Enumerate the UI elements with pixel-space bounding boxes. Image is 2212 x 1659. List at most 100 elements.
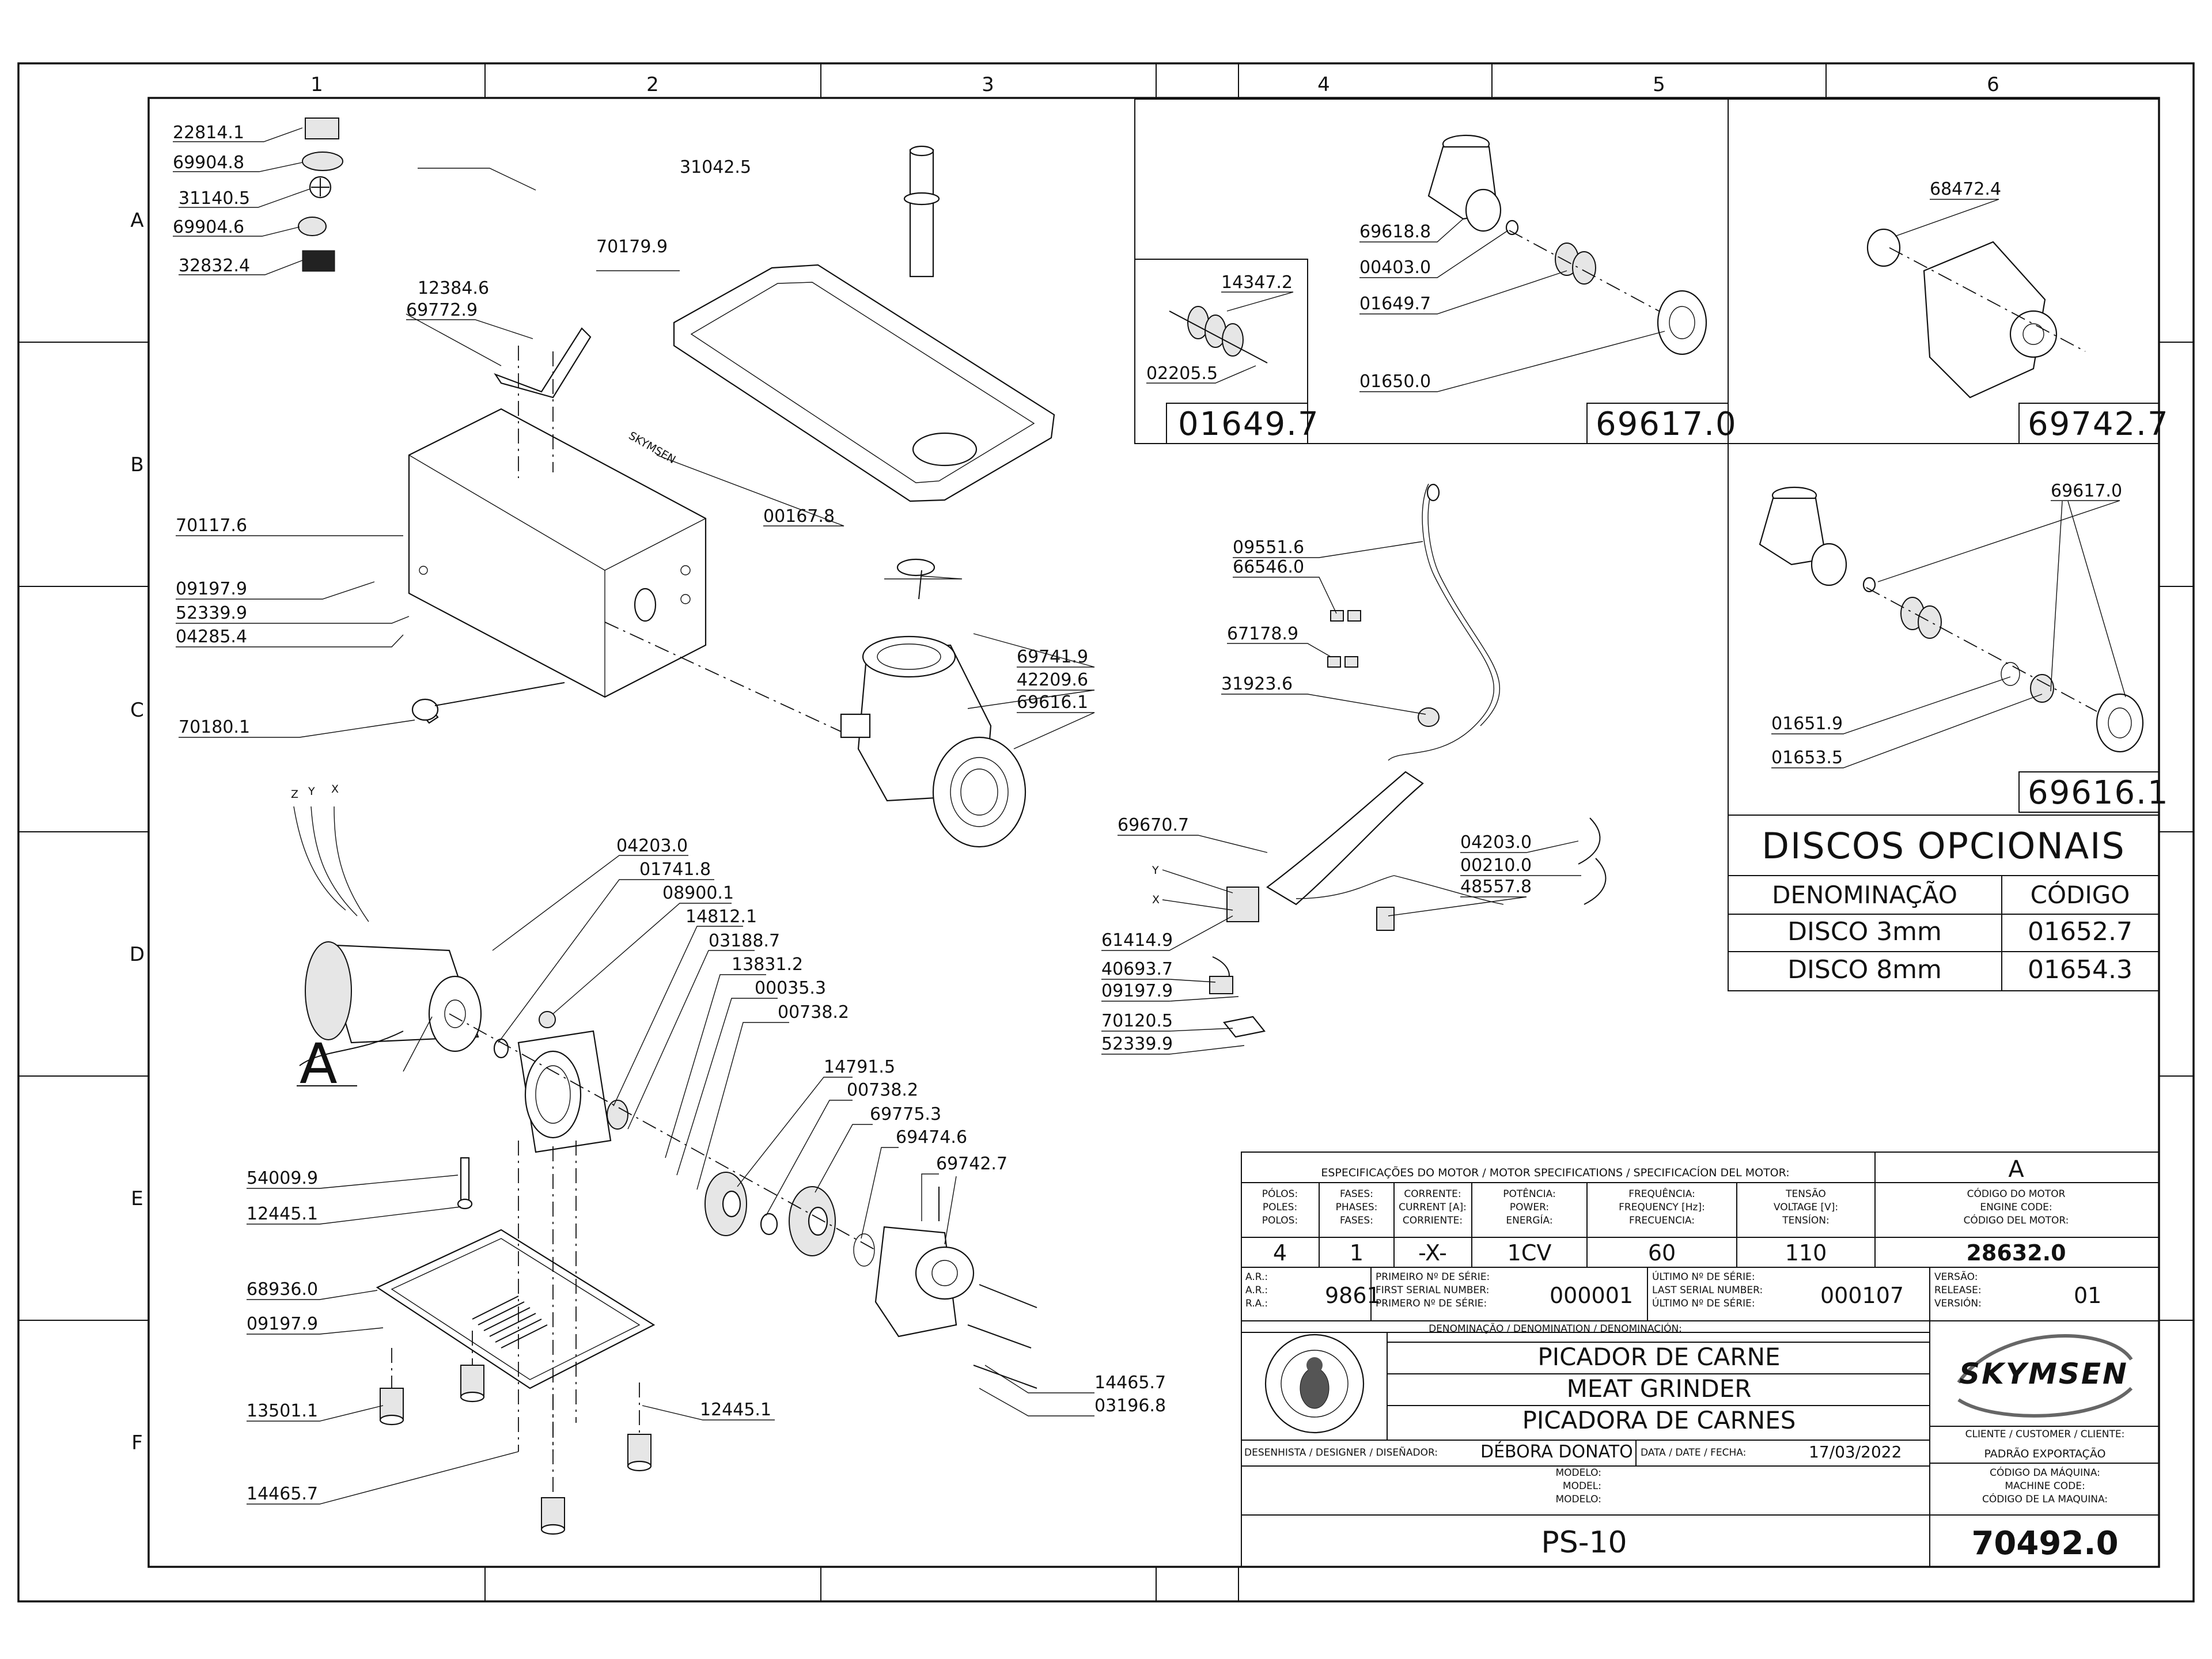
- wire-label-y: Y: [308, 785, 315, 798]
- hdr-current-3: CORRIENTE:: [1403, 1215, 1463, 1226]
- val-first-serial: 000001: [1550, 1283, 1633, 1308]
- base-plate-part: [376, 1229, 656, 1389]
- val-engine-code: 28632.0: [1966, 1240, 2066, 1266]
- base-assembly: 54009.9 12445.1 68936.0 09197.9 13501.1 …: [247, 1141, 1166, 1535]
- bolt-part: [460, 1157, 470, 1205]
- grinder-head-variant-part: [1759, 486, 2144, 753]
- manual-sticker-icon: [302, 250, 335, 272]
- callout-22814-1: 22814.1: [173, 123, 244, 143]
- callout-40693-7: 40693.7: [1101, 959, 1173, 979]
- callout-09197-9-c: 09197.9: [1101, 981, 1173, 1001]
- hdr-last-2: LAST SERIAL NUMBER:: [1652, 1285, 1763, 1296]
- gear-pinion-part: [607, 1100, 628, 1130]
- hdr-poles-3: POLOS:: [1262, 1215, 1298, 1226]
- callout-03188-7: 03188.7: [709, 931, 780, 951]
- seal-icon: [1264, 1334, 1365, 1434]
- callout-01649-7: 01649.7: [1359, 294, 1431, 314]
- terminal-part: [1327, 610, 1361, 668]
- callout-67178-9: 67178.9: [1227, 624, 1298, 644]
- callout-69904-6: 69904.6: [173, 217, 244, 237]
- grid-row-f: F: [131, 1431, 143, 1455]
- skymsen-badge: SKYMSEN: [627, 429, 678, 466]
- callout-70120-5: 70120.5: [1101, 1011, 1173, 1031]
- hdr-machine-3: CÓDIGO DE LA MAQUINA:: [1982, 1493, 2108, 1505]
- hdr-client: CLIENTE / CUSTOMER / CLIENTE:: [1965, 1429, 2125, 1440]
- rev-letter: A: [2008, 1156, 2024, 1183]
- hdr-poles-2: POLES:: [1263, 1202, 1297, 1213]
- callout-09197-9-b: 09197.9: [247, 1314, 318, 1334]
- callout-48557-8: 48557.8: [1460, 877, 1532, 897]
- callout-14791-5: 14791.5: [824, 1057, 895, 1077]
- discs-col-code: CÓDIGO: [2031, 880, 2130, 909]
- val-date: 17/03/2022: [1809, 1442, 1902, 1461]
- grid-row-c: C: [130, 699, 144, 722]
- disc-row-2-code: 01654.3: [2028, 955, 2133, 984]
- callout-69618-8: 69618.8: [1359, 222, 1431, 242]
- callout-00035-3: 00035.3: [755, 978, 826, 998]
- hdr-power-2: POWER:: [1510, 1202, 1549, 1213]
- body-housing-part: [408, 408, 707, 698]
- callout-00738-2-a: 00738.2: [778, 1002, 849, 1022]
- callout-69742-7: 69742.7: [936, 1154, 1007, 1174]
- hdr-engine-3: CÓDIGO DEL MOTOR:: [1964, 1214, 2069, 1226]
- name-pt: PICADOR DE CARNE: [1537, 1343, 1780, 1371]
- callout-00403-0: 00403.0: [1359, 257, 1431, 278]
- val-power: 1CV: [1508, 1240, 1552, 1266]
- detail-letter-a: A: [300, 1032, 339, 1096]
- pusher-part: [909, 149, 934, 278]
- callout-69741-9: 69741.9: [1017, 647, 1088, 667]
- hdr-poles-1: PÓLOS:: [1262, 1187, 1298, 1200]
- cover-small-part: [1866, 228, 2086, 399]
- val-phases: 1: [1350, 1240, 1363, 1266]
- grid-col-2: 2: [646, 73, 659, 96]
- hdr-version-3: VERSIÓN:: [1934, 1297, 1982, 1309]
- callout-01653-5: 01653.5: [1771, 748, 1843, 768]
- hdr-ar-1: A.R.:: [1245, 1271, 1268, 1283]
- title-block: ESPECIFICAÇÕES DO MOTOR / MOTOR SPECIFIC…: [1241, 1152, 2160, 1567]
- grid-row-a: A: [130, 209, 143, 232]
- hdr-volt-2: VOLTAGE [V]:: [1774, 1202, 1838, 1213]
- callout-69904-8: 69904.8: [173, 153, 244, 173]
- val-designer: DÉBORA DONATO: [1480, 1441, 1633, 1462]
- grid-col-4: 4: [1317, 73, 1330, 96]
- callout-13501-1: 13501.1: [247, 1401, 318, 1421]
- hdr-version-1: VERSÃO:: [1934, 1270, 1978, 1283]
- callout-69670-7: 69670.7: [1118, 815, 1189, 835]
- hdr-ar-3: R.A.:: [1245, 1298, 1268, 1309]
- hdr-power-3: ENERGÍA:: [1506, 1214, 1552, 1226]
- val-model: PS-10: [1541, 1525, 1627, 1560]
- callout-00167-8: 00167.8: [763, 506, 835, 527]
- callout-02205-5: 02205.5: [1146, 363, 1218, 384]
- oring-part: [853, 1233, 875, 1267]
- callout-31140-5: 31140.5: [179, 188, 250, 209]
- callout-04203-0-a: 04203.0: [616, 836, 688, 856]
- callout-70180-1: 70180.1: [179, 717, 250, 737]
- bracket-part: [494, 327, 592, 399]
- callout-61414-9: 61414.9: [1101, 930, 1173, 950]
- callout-14347-2: 14347.2: [1221, 272, 1293, 293]
- wire-label-x: X: [331, 783, 339, 796]
- callout-69474-6: 69474.6: [896, 1127, 967, 1147]
- hdr-phases-1: FASES:: [1340, 1188, 1373, 1200]
- cable-harness-part: [1266, 771, 1424, 906]
- callout-01741-8: 01741.8: [639, 859, 711, 880]
- hdr-engine-2: ENGINE CODE:: [1980, 1202, 2052, 1213]
- grinder-ring-part: [932, 736, 1027, 848]
- callout-52339-9-b: 52339.9: [1101, 1034, 1173, 1054]
- callout-09551-6: 09551.6: [1233, 537, 1304, 558]
- hdr-freq-3: FRECUENCIA:: [1629, 1215, 1695, 1226]
- hdr-machine-2: MACHINE CODE:: [2005, 1480, 2085, 1492]
- hdr-first-3: PRIMERO Nº DE SÉRIE:: [1376, 1297, 1487, 1309]
- callout-69775-3: 69775.3: [870, 1104, 941, 1124]
- val-volt: 110: [1785, 1240, 1827, 1266]
- callout-14465-7-a: 14465.7: [247, 1484, 318, 1504]
- hdr-last-3: ÚLTIMO Nº DE SÉRIE:: [1652, 1297, 1755, 1309]
- box-label-69617-0: 69617.0: [1596, 406, 1737, 443]
- callout-69616-1: 69616.1: [1017, 692, 1088, 713]
- callout-04203-0-b: 04203.0: [1460, 832, 1532, 853]
- motor-spec-heading: ESPECIFICAÇÕES DO MOTOR / MOTOR SPECIFIC…: [1321, 1166, 1789, 1179]
- val-freq: 60: [1648, 1240, 1676, 1266]
- grid-col-6: 6: [1987, 73, 1999, 96]
- hdr-last-1: ÚLTIMO Nº DE SÉRIE:: [1652, 1270, 1755, 1283]
